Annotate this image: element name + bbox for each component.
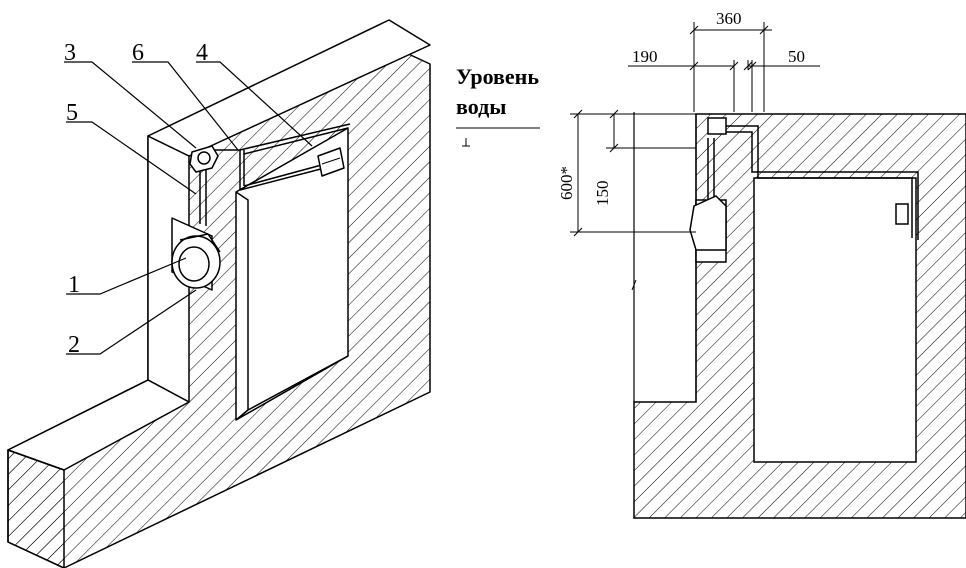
water-level-line-2: воды [456,94,506,119]
wall-opening-inner [235,191,349,421]
callout-2: 2 [68,332,80,358]
callout-1: 1 [68,272,80,298]
base-front-face [7,449,65,568]
callout-3: 3 [64,40,76,66]
callout-4: 4 [196,40,208,66]
water-level-label: Уровень воды [456,64,539,119]
isometric-view [7,19,431,568]
section-pipe-down [707,138,715,202]
section-pipe-across [726,125,919,240]
device-4 [317,147,345,177]
section-chamber [753,177,917,463]
valve-wheel [197,151,211,165]
pipe-vertical [199,164,207,226]
dim-150: 150 [593,181,612,207]
dim-600: 600* [557,166,576,200]
section-meter [689,195,727,251]
meter-lens [178,246,210,282]
dimension-labels: 360 190 50 600* 150 [557,9,805,206]
water-level-line-1: Уровень [456,64,539,89]
dimension-lines [456,22,820,237]
section-view [631,112,966,519]
dim-50: 50 [788,47,805,66]
section-valve [707,117,727,135]
callout-6: 6 [132,40,144,66]
callout-labels: 3 6 4 5 1 2 [64,40,208,358]
section-device [895,203,909,225]
pipe-top [212,123,351,190]
callout-leaders [64,61,313,355]
meter-rim [179,233,221,253]
wall-top-face [147,19,431,157]
dim-360: 360 [716,9,742,28]
dim-190: 190 [632,47,658,66]
callout-5: 5 [66,100,78,126]
